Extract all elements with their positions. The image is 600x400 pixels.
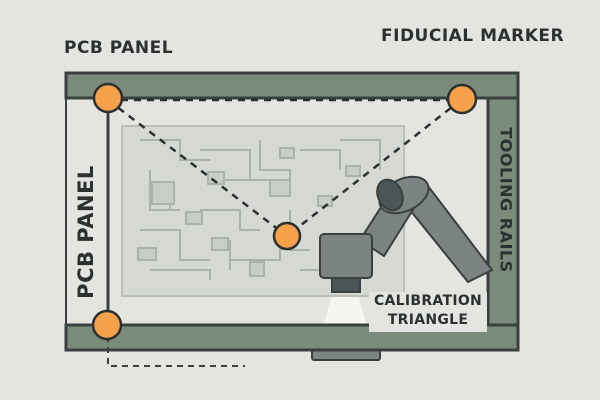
robot-arm-icon (358, 175, 494, 284)
fiducial-dot-icon (91, 309, 123, 341)
calibration-label-line1: CALIBRATION (373, 293, 483, 309)
tooling-rails-label: TOOLING RAILS (496, 127, 516, 273)
camera-icon (319, 233, 373, 293)
calibration-label-line2: TRIANGLE (387, 312, 469, 328)
pcb-panel-label-top: PCB PANEL (64, 38, 174, 58)
fiducial-marker-label: FIDUCIAL MARKER (381, 26, 565, 46)
pcb-panel-label-side: PCB PANEL (74, 165, 98, 299)
pcb-board (121, 125, 405, 297)
calibration-triangle (107, 98, 462, 237)
calibration-triangle-label: CALIBRATION TRIANGLE (369, 292, 487, 332)
fiducial-dot-icon (92, 82, 124, 114)
fiducial-dot-icon (272, 221, 302, 251)
fiducial-dot-icon (446, 83, 478, 115)
tooling-rail (486, 96, 520, 327)
